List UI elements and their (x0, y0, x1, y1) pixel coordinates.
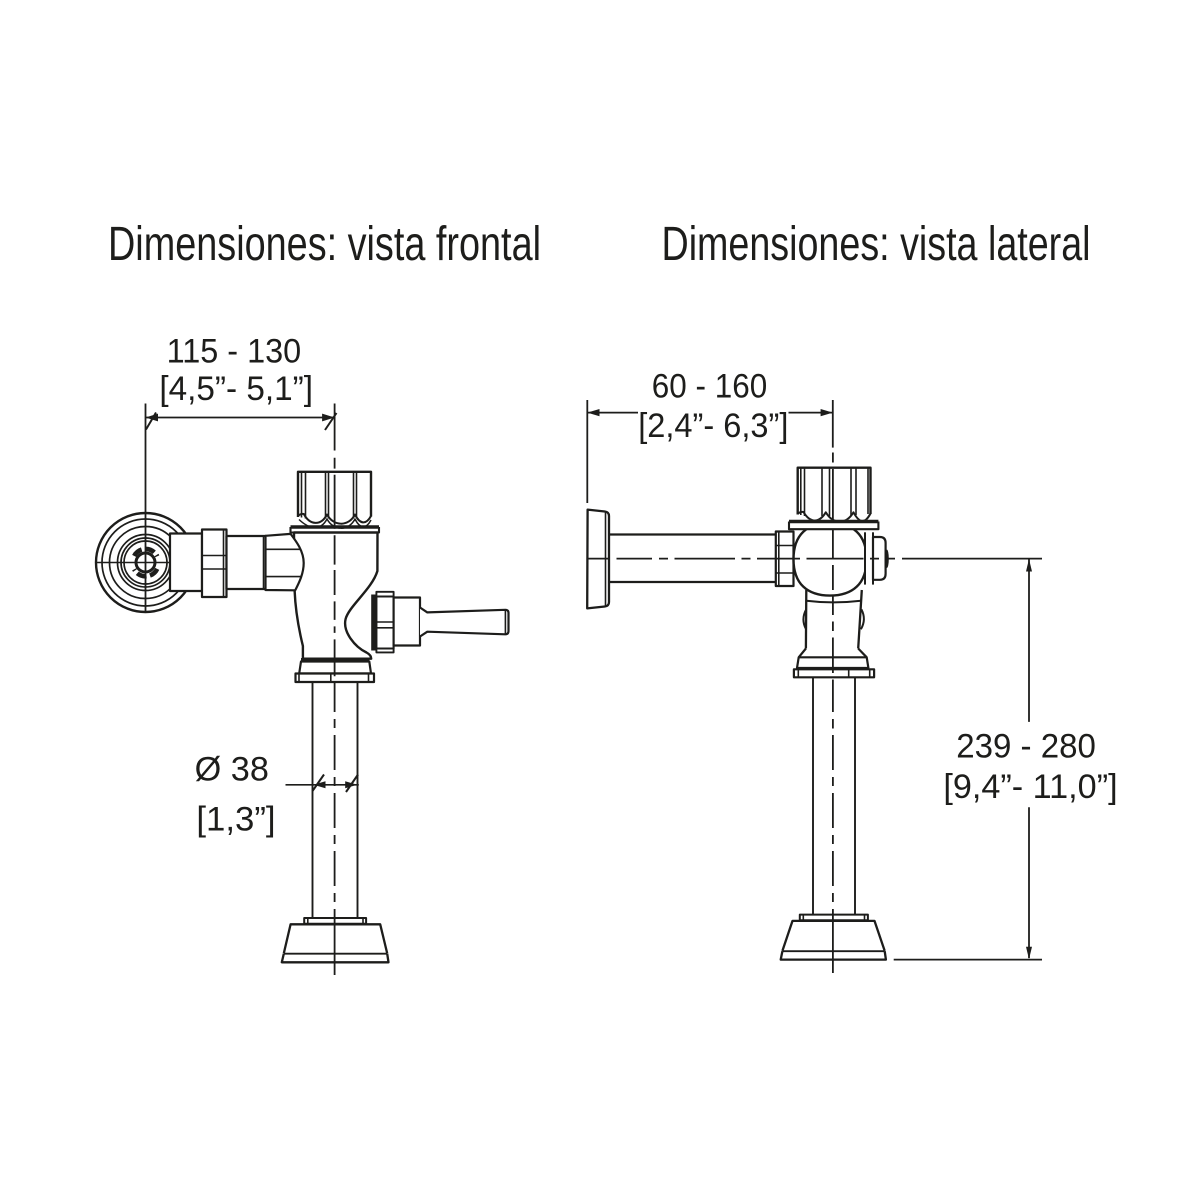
svg-text:[2,4”- 6,3”]: [2,4”- 6,3”] (638, 407, 788, 445)
svg-text:60 - 160: 60 - 160 (652, 368, 767, 406)
svg-text:[4,5”- 5,1”]: [4,5”- 5,1”] (159, 370, 313, 408)
svg-text:Ø 38: Ø 38 (195, 750, 269, 788)
svg-text:115 - 130: 115 - 130 (167, 333, 302, 371)
svg-text:Dimensiones: vista frontal: Dimensiones: vista frontal (108, 218, 541, 271)
svg-text:Dimensiones: vista lateral: Dimensiones: vista lateral (662, 218, 1091, 271)
svg-text:[1,3”]: [1,3”] (196, 800, 275, 838)
svg-text:239 - 280: 239 - 280 (956, 728, 1096, 766)
svg-text:[9,4”- 11,0”]: [9,4”- 11,0”] (943, 768, 1117, 806)
